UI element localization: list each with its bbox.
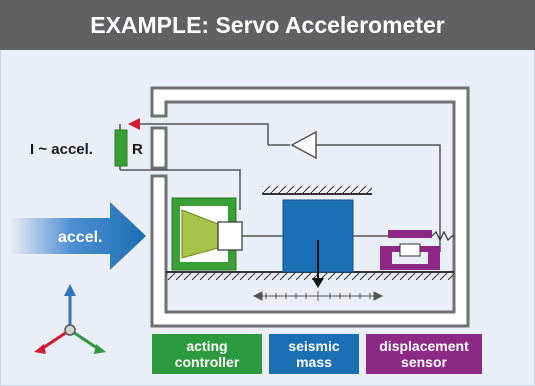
legend-box-sensor xyxy=(366,334,482,374)
legend-mass-line1: seismic xyxy=(288,338,340,354)
amplifier-triangle-icon xyxy=(290,130,317,160)
feedback-arrow xyxy=(128,118,140,130)
resistor-element xyxy=(114,129,128,167)
housing xyxy=(150,86,470,328)
legend-mass-line2: mass xyxy=(296,354,332,370)
feedback-wires xyxy=(120,123,441,252)
seismic-mass xyxy=(282,199,354,288)
controller-coil xyxy=(217,221,243,251)
page-title: EXAMPLE: Servo Accelerometer xyxy=(0,0,535,50)
current-label: I ~ accel. xyxy=(30,141,93,158)
housing-gap-segment xyxy=(150,126,168,170)
mass-guide-hatch xyxy=(262,186,372,195)
input-arrow-label: accel. xyxy=(58,229,102,246)
legend-sensor-line1: displacement xyxy=(379,338,469,354)
displacement-sensor xyxy=(380,230,440,270)
legend xyxy=(152,334,482,374)
legend-box-mass xyxy=(269,334,359,374)
coordinate-axes-icon xyxy=(34,284,106,354)
displacement-scale xyxy=(252,291,384,301)
ground-hatch xyxy=(166,271,454,280)
resistor-label: R xyxy=(132,141,143,158)
legend-sensor-line2: sensor xyxy=(401,354,447,370)
input-acceleration-arrow xyxy=(10,202,146,270)
legend-controller-line2: controller xyxy=(175,354,240,370)
spring-icon xyxy=(431,230,454,242)
legend-box-controller xyxy=(152,334,262,374)
acting-controller xyxy=(171,197,243,271)
mass-displacement-arrow xyxy=(312,278,324,288)
legend-controller-line1: acting xyxy=(186,338,227,354)
resistor-branch xyxy=(114,124,128,170)
